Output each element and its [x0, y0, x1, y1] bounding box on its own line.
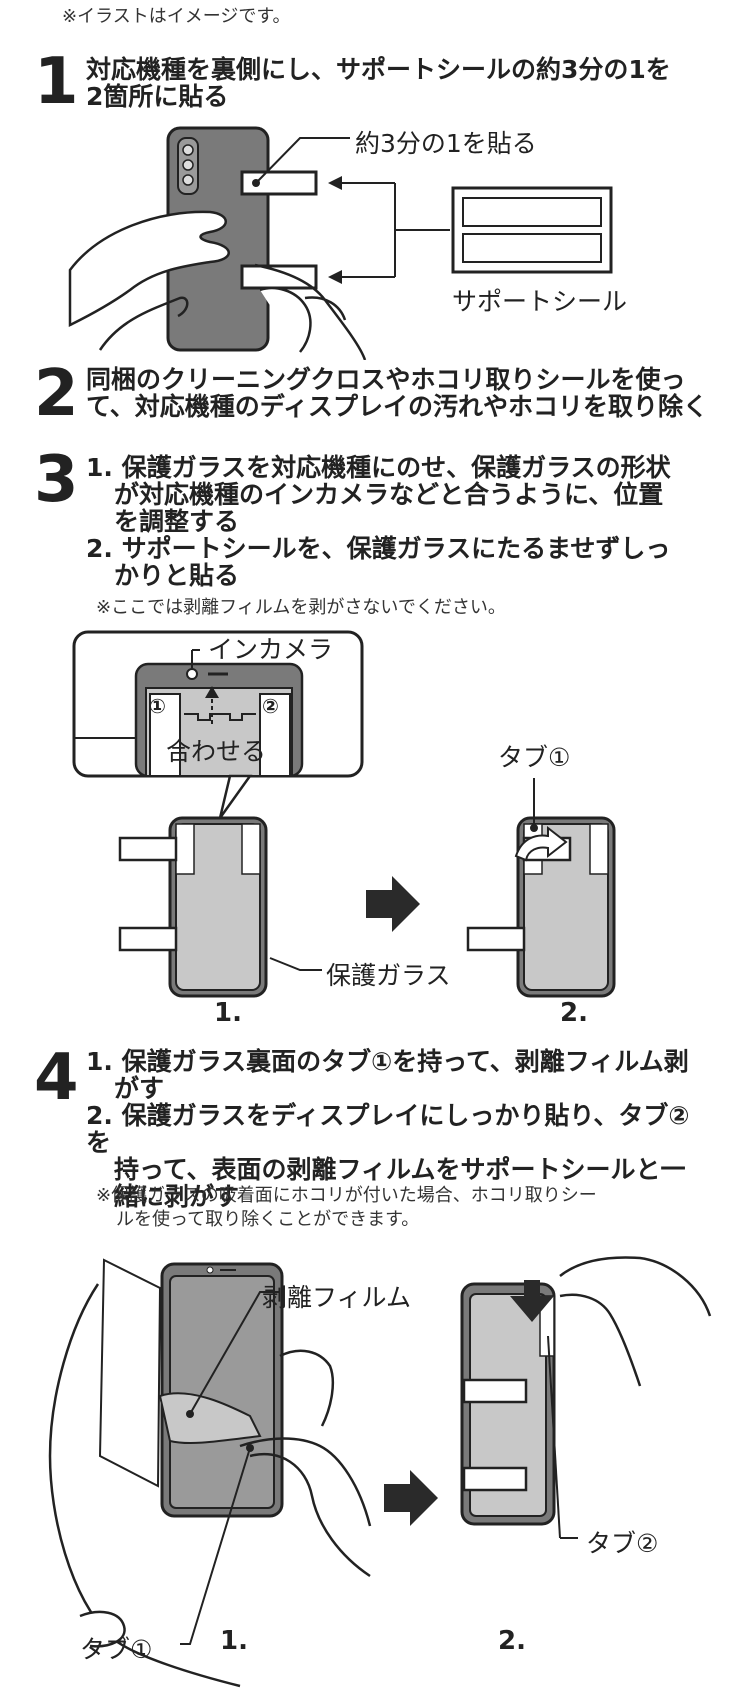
step-4-note-line-2: ルを使って取り除くことができます。 [116, 1209, 420, 1230]
step-3-line-2: が対応機種のインカメラなどと合うように、位置 [114, 480, 664, 509]
left-hand-4 [48, 1283, 241, 1688]
step-2-line-2: て、対応機種のディスプレイの汚れやホコリを取り除く [86, 392, 709, 421]
seal-lower [240, 264, 318, 290]
step-4-line-2: がす [114, 1074, 165, 1103]
arrow-left-icon [328, 176, 342, 190]
label-tab-1-4: タブ① [80, 1635, 153, 1664]
step-3-line-5: かりと貼る [114, 561, 240, 590]
figure-3 [72, 630, 616, 998]
step-1-line-2: 2箇所に貼る [86, 82, 229, 111]
marker-1: ① [149, 694, 166, 718]
in-camera-icon [186, 668, 198, 680]
figure-1 [68, 126, 613, 360]
step-4-text: 1. 保護ガラス裏面のタブ①を持って、剥離フィルム剥 がす 2. 保護ガラスをデ… [86, 1048, 706, 1210]
protective-glass-1 [175, 823, 261, 991]
hand-4-2 [559, 1256, 712, 1317]
label-tab-1: タブ① [498, 743, 571, 772]
peel-film-left [98, 1258, 162, 1488]
step-3-note: ※ここでは剥離フィルムを剥がさないでください。 [96, 597, 506, 618]
label-in-camera: インカメラ [208, 635, 334, 664]
step-4-number: 4 [34, 1041, 79, 1115]
arrow-right-icon [384, 1470, 438, 1526]
step-4-note-line-1: ※保護ガラスの吸着面にホコリが付いた場合、ホコリ取りシー [96, 1185, 597, 1206]
figure-4 [48, 1256, 712, 1688]
protective-glass-2 [523, 823, 609, 991]
step-3-line-1: 1. 保護ガラスを対応機種にのせ、保護ガラスの形状 [86, 453, 671, 482]
top-note: ※イラストはイメージです。 [62, 6, 291, 27]
step-2-line-1: 同梱のクリーニングクロスやホコリ取りシールを使っ [86, 365, 686, 394]
step-3-text: 1. 保護ガラスを対応機種にのせ、保護ガラスの形状 が対応機種のインカメラなどと… [86, 454, 706, 589]
left-hand [68, 210, 230, 328]
step-2-number: 2 [34, 357, 79, 431]
step-4-line-1: 1. 保護ガラス裏面のタブ①を持って、剥離フィルム剥 [86, 1047, 689, 1076]
release-film [158, 1392, 262, 1445]
step-3-number: 3 [34, 443, 79, 517]
step-1-text: 対応機種を裏側にし、サポートシールの約3分の1を 2箇所に貼る [86, 56, 671, 110]
step-3-line-4: 2. サポートシールを、保護ガラスにたるませずしっ [86, 534, 671, 563]
caption-3-1: 1. [214, 998, 242, 1028]
arrow-left-icon [328, 270, 342, 284]
label-release-film: 剥離フィルム [262, 1283, 412, 1312]
caption-3-2: 2. [560, 998, 588, 1028]
label-align: 合わせる [166, 737, 267, 766]
arrow-right-icon [366, 876, 420, 932]
label-support-seal: サポートシール [452, 287, 628, 316]
step-4-line-3: 2. 保護ガラスをディスプレイにしっかり貼り、タブ②を [86, 1101, 690, 1157]
step-1-line-1: 対応機種を裏側にし、サポートシールの約3分の1を [86, 55, 671, 84]
label-third: 約3分の1を貼る [355, 129, 537, 158]
arrow-down-icon [510, 1280, 554, 1322]
caption-4-2: 2. [498, 1626, 526, 1656]
curved-arrow-icon [514, 825, 568, 862]
marker-2: ② [262, 694, 279, 718]
step-4-line-4: 持って、表面の剥離フィルムをサポートシールと一 [114, 1155, 686, 1184]
label-protective-glass: 保護ガラス [326, 961, 451, 990]
label-tab-2-4: タブ② [586, 1529, 659, 1558]
arrow-up-icon [205, 686, 219, 698]
step-3-line-3: を調整する [114, 507, 240, 536]
step-2-text: 同梱のクリーニングクロスやホコリ取りシールを使っ て、対応機種のディスプレイの汚… [86, 366, 708, 420]
caption-4-1: 1. [220, 1626, 248, 1656]
step-1-number: 1 [34, 45, 79, 119]
step-4-note: ※保護ガラスの吸着面にホコリが付いた場合、ホコリ取りシー ルを使って取り除くこと… [96, 1184, 597, 1232]
right-hand-4 [239, 1437, 372, 1527]
step-4-line-5: 緒に剥がす [114, 1182, 240, 1211]
